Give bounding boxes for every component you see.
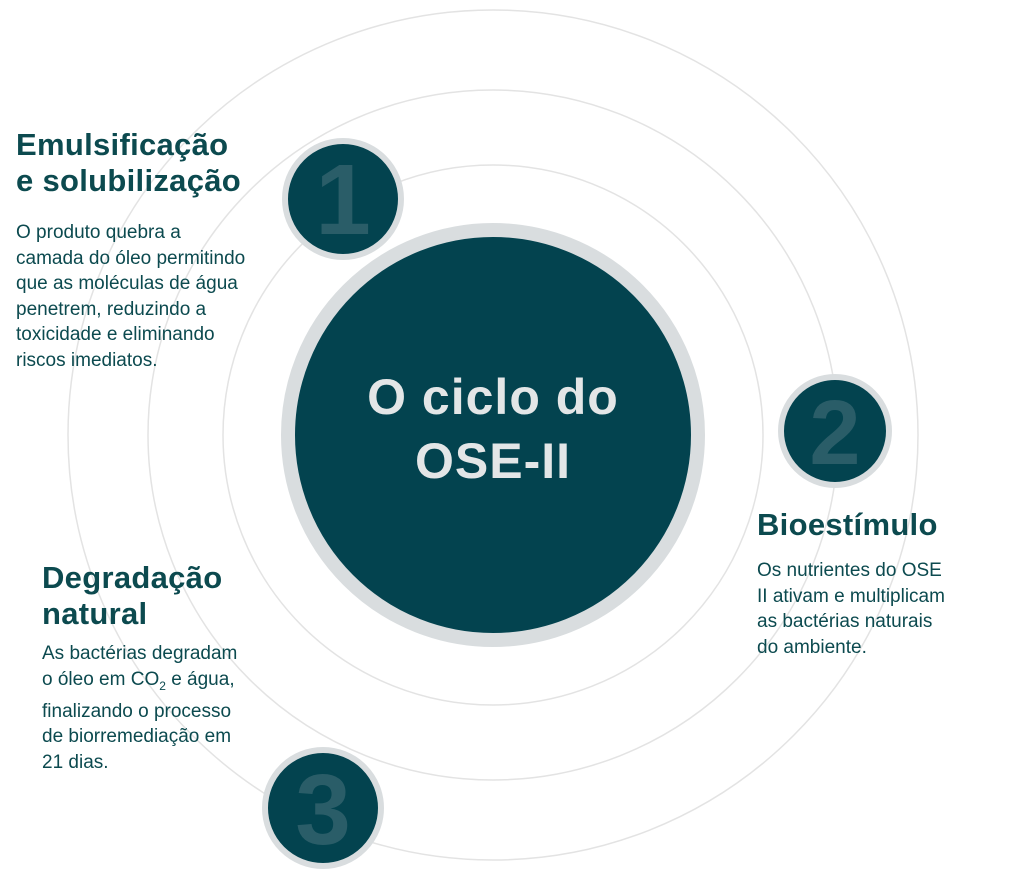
step-2-text-line: II ativam e multiplicam <box>757 585 945 607</box>
step-1-title-line1: Emulsificação <box>16 127 229 162</box>
step-2-circle <box>778 374 892 488</box>
text-part: e água, <box>165 668 235 690</box>
step-3-text-line: finalizando o processo <box>42 700 232 722</box>
step-1-text-line: riscos imediatos. <box>16 349 158 371</box>
step-3-text-line: o óleo em CO2 e água, <box>42 667 237 699</box>
step-2-number: 2 <box>809 382 861 484</box>
step-2-text-line: do ambiente. <box>757 636 867 658</box>
step-2-title: Bioestímulo <box>757 507 938 542</box>
step-2-text-line: as bactérias naturais <box>757 611 933 632</box>
step-3-title-line2: natural <box>42 596 148 631</box>
orbit-ring-inner <box>222 164 764 706</box>
step-3-title-line1: Degradação <box>42 560 223 595</box>
center-circle <box>281 223 705 647</box>
step-1-circle <box>282 138 404 260</box>
step-1-title-line2: e solubilização <box>16 163 242 198</box>
center-title-line1: O ciclo do <box>367 369 619 425</box>
step-3-text-line: de biorremediação em <box>42 726 232 748</box>
step-1-text-line: O produto quebra a <box>16 222 181 243</box>
text-part: o óleo em CO <box>42 668 160 690</box>
step-2-description: Os nutrientes do OSE II ativam e multipl… <box>757 558 945 660</box>
step-1-title: Emulsificação e solubilização <box>16 127 241 199</box>
step-3-circle <box>262 747 384 869</box>
step-3-number: 3 <box>295 754 351 866</box>
step-1-description: O produto quebra a camada do óleo permit… <box>16 220 245 373</box>
step-1-text-line: penetrem, reduzindo a <box>16 298 207 320</box>
step-1-text-line: camada do óleo permitindo <box>16 247 246 269</box>
step-3-description: As bactérias degradam o óleo em CO2 e ág… <box>42 641 237 775</box>
step-3-text-line: As bactérias degradam <box>42 643 238 664</box>
center-title: O ciclo do OSE-II <box>293 365 693 493</box>
step-1-number: 1 <box>315 144 371 256</box>
orbit-ring-outer <box>67 9 919 861</box>
center-title-line2: OSE-II <box>414 433 572 489</box>
step-2-text-line: Os nutrientes do OSE <box>757 560 942 581</box>
step-3-title: Degradação natural <box>42 560 222 632</box>
subscript-2: 2 <box>159 678 166 693</box>
step-1-text-line: toxicidade e eliminando <box>16 324 215 345</box>
step-3-text-line: 21 dias. <box>42 751 109 773</box>
step-1-text-line: que as moléculas de água <box>16 273 238 294</box>
